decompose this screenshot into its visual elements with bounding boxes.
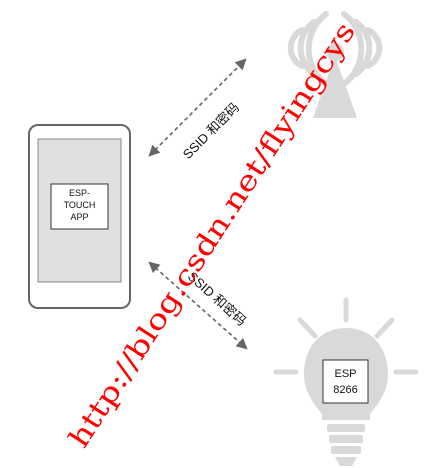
esp8266-chip: ESP 8266 [322,359,369,404]
esp8266-label-box [322,359,369,404]
app-label-box [50,183,109,230]
esp8266-label-line1: ESP [334,368,356,380]
app-label-line2: TOUCH [64,200,96,210]
phone-router-arrow-label: SSID 和密码 [180,100,242,162]
phone-esp-arrow [148,261,248,350]
phone-device: ESP- TOUCH APP [28,124,131,309]
app-label-line1: ESP- [69,188,90,198]
wifi-router-icon [287,11,383,118]
app-label-line3: APP [70,212,88,222]
esp8266-label-line2: 8266 [333,384,357,396]
phone-router-arrow [148,58,247,157]
